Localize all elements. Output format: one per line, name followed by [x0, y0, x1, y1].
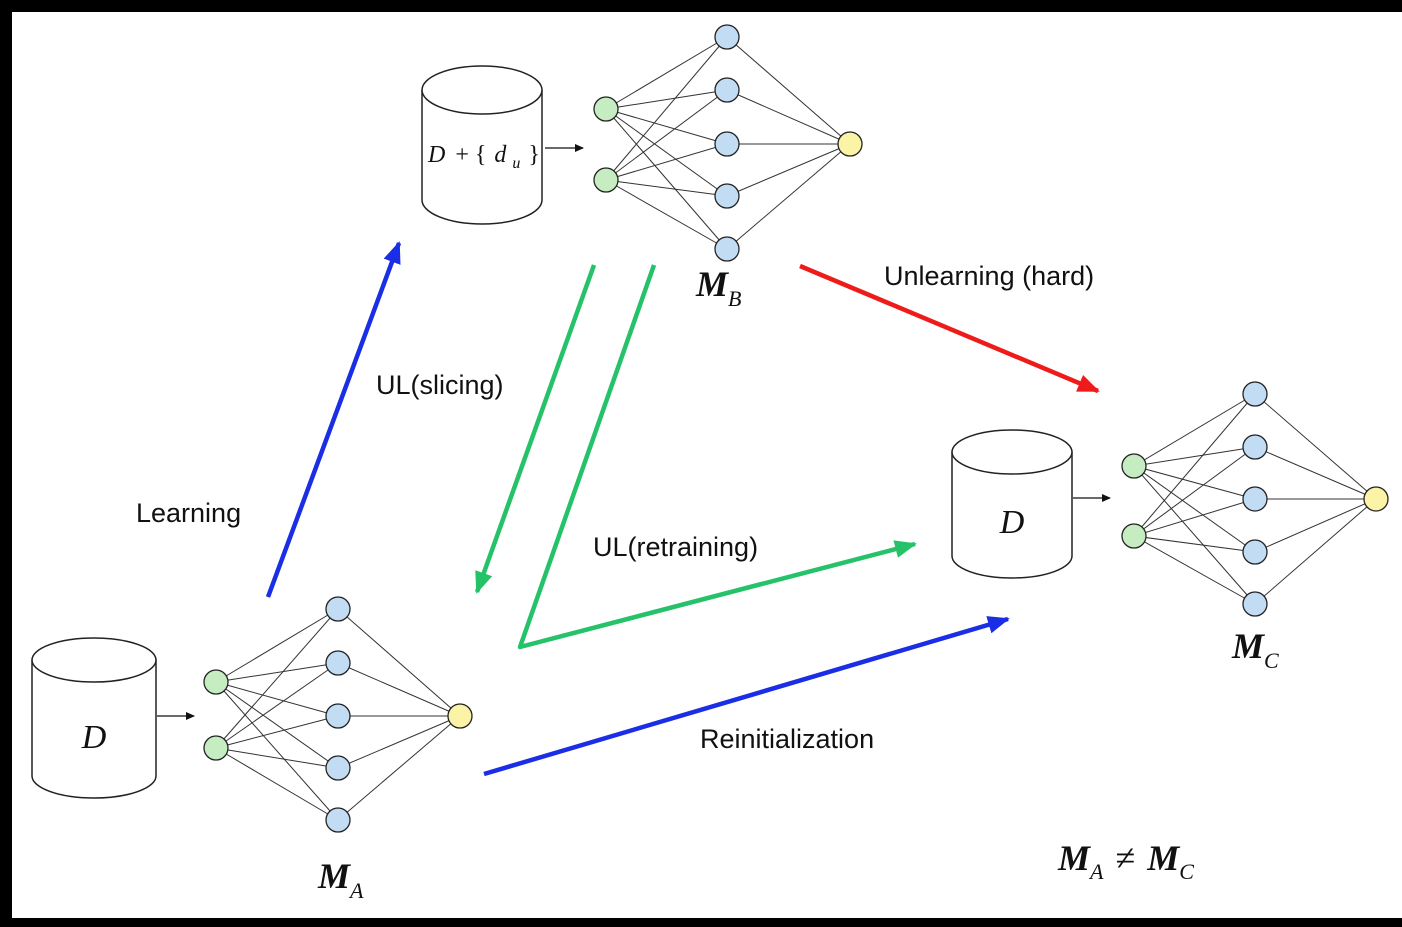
network-edge [1254, 393, 1377, 500]
network-edge [1133, 446, 1256, 537]
network-edge [337, 715, 461, 821]
network-edge [215, 681, 339, 821]
dataset-a-label: D [81, 719, 107, 756]
network-edge [1254, 498, 1377, 553]
model-b-network [593, 24, 863, 262]
network-edge [337, 608, 461, 717]
network-edge [1133, 393, 1256, 537]
network-edge [726, 143, 851, 250]
network-edge [1133, 535, 1256, 605]
hidden-node [714, 24, 740, 50]
output-node [447, 703, 473, 729]
ul-slicing-arrow [474, 264, 597, 594]
model-c-network [1121, 381, 1389, 617]
network-edge [1133, 393, 1256, 467]
output-node [837, 131, 863, 157]
hidden-node [325, 703, 351, 729]
model-a-network [203, 596, 473, 833]
hidden-node [1242, 381, 1268, 407]
hidden-node [714, 77, 740, 103]
network-edge [1254, 498, 1377, 605]
reinitialization-label: Reinitialization [700, 724, 874, 754]
hidden-node [714, 131, 740, 157]
network-edge [605, 179, 728, 250]
input-node [203, 669, 229, 695]
hidden-node [1242, 591, 1268, 617]
network-edge [215, 662, 339, 749]
network-edge [215, 681, 339, 717]
learning-label: Learning [136, 498, 241, 528]
dataset-c-label: D [999, 504, 1025, 541]
network-edge [1133, 465, 1256, 605]
network-edge [1254, 446, 1377, 500]
hidden-node [325, 650, 351, 676]
input-node [1121, 453, 1147, 479]
network-edge [215, 747, 339, 769]
network-edge [605, 108, 728, 145]
hidden-node [714, 183, 740, 209]
network-edge [215, 747, 339, 821]
network-edge [726, 143, 851, 197]
network-edge [1133, 446, 1256, 467]
network-edge [215, 608, 339, 749]
network-edge [215, 681, 339, 769]
hidden-node [325, 755, 351, 781]
diagram-frame [12, 12, 1402, 918]
network-edge [1133, 535, 1256, 553]
hidden-node [325, 596, 351, 622]
model-a-label: MA [317, 856, 364, 903]
network-edge [605, 179, 728, 197]
ul-retraining-label: UL(retraining) [593, 532, 758, 562]
dataset-c-cylinder: D [951, 429, 1073, 579]
network-edge [605, 108, 728, 250]
hidden-node [1242, 486, 1268, 512]
input-node [593, 167, 619, 193]
hidden-node [1242, 434, 1268, 460]
network-edge [605, 143, 728, 181]
reinitialization-arrow [483, 616, 1010, 777]
network-edge [605, 36, 728, 181]
network-edge [605, 89, 728, 110]
network-edge [215, 608, 339, 683]
network-edge [337, 662, 461, 717]
network-edge [605, 108, 728, 197]
hidden-node [714, 236, 740, 262]
input-node [593, 96, 619, 122]
network-edge [1133, 465, 1256, 553]
network-edge [1133, 498, 1256, 537]
dataset-b-label: D + { d u } [427, 142, 540, 174]
input-node [203, 735, 229, 761]
network-edge [1133, 465, 1256, 500]
ul-slicing-label: UL(slicing) [376, 370, 504, 400]
output-node [1363, 486, 1389, 512]
dataset-b-cylinder: D + { d u } [421, 65, 543, 225]
hidden-node [1242, 539, 1268, 565]
model-b-label: MB [695, 264, 741, 311]
network-edge [215, 715, 339, 749]
network-edge [605, 36, 728, 110]
unlearning-hard-arrow [799, 263, 1100, 394]
ul-retraining-arrow [517, 264, 917, 650]
network-edge [337, 715, 461, 769]
network-edge [726, 89, 851, 145]
network-edge [605, 89, 728, 181]
unlearning-hard-label: Unlearning (hard) [884, 261, 1094, 291]
network-edge [215, 662, 339, 683]
inequality-label: MA≠MC [1057, 838, 1194, 884]
input-node [1121, 523, 1147, 549]
hidden-node [325, 807, 351, 833]
dataset-a-cylinder: D [31, 637, 157, 799]
learning-arrow [265, 241, 402, 598]
network-edge [726, 36, 851, 145]
model-c-label: MC [1231, 626, 1279, 673]
